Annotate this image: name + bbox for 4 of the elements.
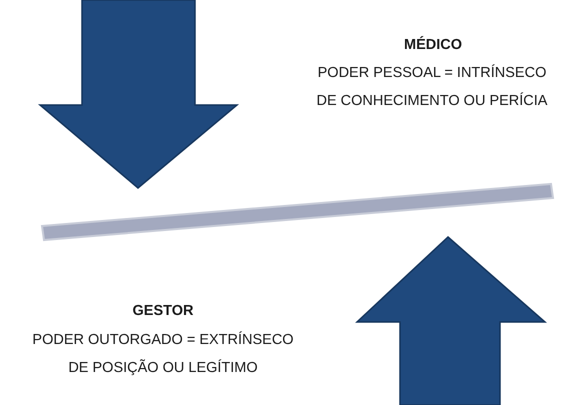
description-text: PODER OUTORGADO = EXTRÍNSECO DE POSIÇÃO OU LEGÍTIMO — [31, 330, 295, 378]
heading: MÉDICO — [403, 35, 463, 55]
description-text: PODER PESSOAL = INTRÍNSECO DE CONHECIMENTO OU PERÍCIA — [316, 63, 548, 111]
heading: GESTOR — [132, 302, 194, 321]
